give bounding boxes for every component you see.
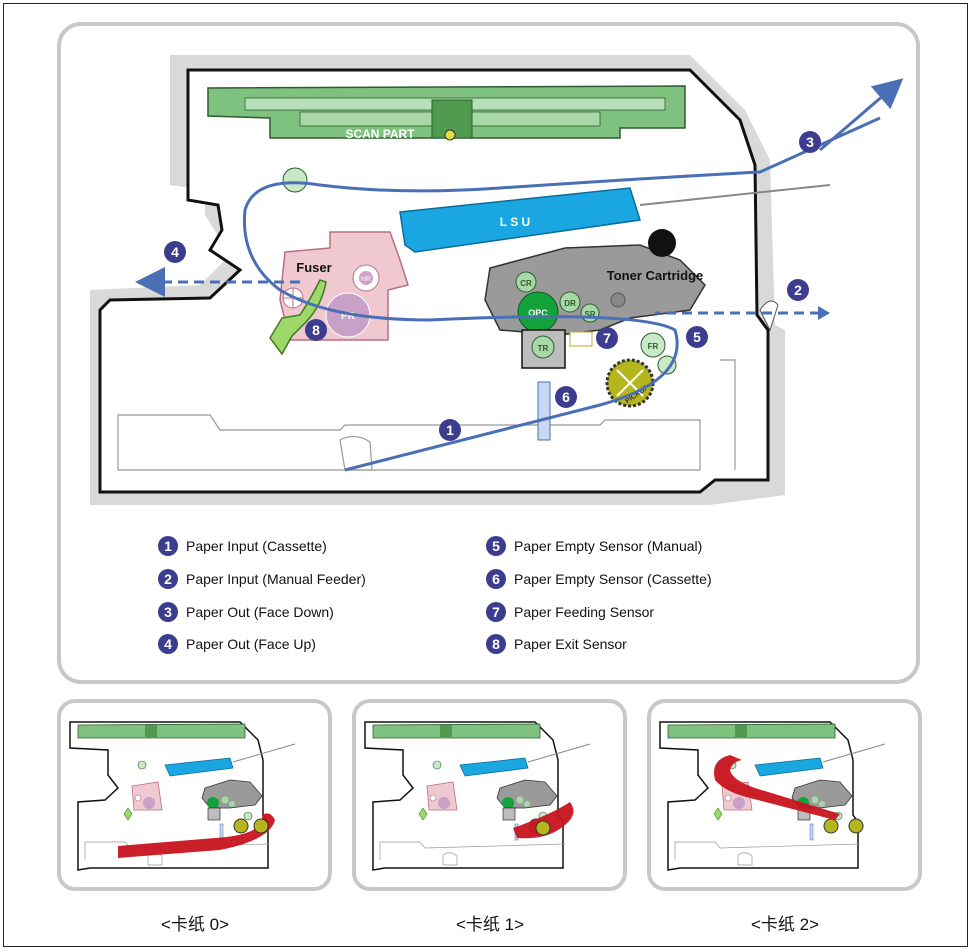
legend-item-6: 6 Paper Empty Sensor (Cassette) — [486, 569, 712, 589]
jam-1-panel — [352, 699, 627, 891]
legend-text: Paper Empty Sensor (Manual) — [514, 538, 703, 554]
legend-text: Paper Out (Face Up) — [186, 636, 316, 652]
exit-sensor-actuator — [269, 279, 327, 356]
legend-text: Paper Input (Manual Feeder) — [186, 571, 366, 587]
legend-item-7: 7 Paper Feeding Sensor — [486, 602, 654, 622]
caption-jam-2: <卡纸 2> — [750, 915, 820, 934]
marker-2: 2 — [787, 279, 809, 301]
legend-badge: 4 — [158, 634, 178, 654]
fuser-label: Fuser — [296, 260, 331, 275]
manual-feed-tray — [759, 300, 779, 332]
legend-text: Paper Exit Sensor — [514, 636, 627, 652]
pr-label: PR — [341, 311, 356, 322]
lsu-label: L S U — [500, 215, 530, 229]
hr-label: HR — [361, 276, 371, 283]
cr-label: CR — [520, 279, 532, 288]
legend-badge: 3 — [158, 602, 178, 622]
legend-item-4: 4 Paper Out (Face Up) — [158, 634, 316, 654]
marker-5: 5 — [686, 326, 708, 348]
sr-label: SR — [584, 310, 595, 319]
caption-jam-1: <卡纸 1> — [455, 915, 525, 934]
legend-badge: 8 — [486, 634, 506, 654]
cassette-empty-sensor — [537, 381, 551, 441]
marker-8: 8 — [305, 319, 327, 341]
marker-6: 6 — [555, 386, 577, 408]
svg-text:8: 8 — [312, 322, 320, 338]
legend-badge: 6 — [486, 569, 506, 589]
feed-sensor-box — [569, 331, 593, 347]
printer-chassis — [98, 68, 770, 494]
legend-item-2: 2 Paper Input (Manual Feeder) — [158, 569, 366, 589]
scan-part: SCAN PART — [207, 85, 686, 141]
figure-frame — [3, 3, 968, 947]
scan-part-label: SCAN PART — [345, 127, 415, 141]
legend-badge: 2 — [158, 569, 178, 589]
svg-text:4: 4 — [171, 244, 179, 260]
caption-jam-0: <卡纸 0> — [160, 915, 230, 934]
svg-text:5: 5 — [693, 329, 701, 345]
svg-text:7: 7 — [603, 330, 611, 346]
feed-roller — [640, 332, 666, 358]
tr-label: TR — [538, 344, 549, 353]
marker-7: 7 — [596, 327, 618, 349]
svg-text:2: 2 — [794, 282, 802, 298]
legend-item-5: 5 Paper Empty Sensor (Manual) — [486, 536, 702, 556]
legend-badge: 5 — [486, 536, 506, 556]
exit-tray-line — [639, 184, 831, 206]
legend-text: Paper Out (Face Down) — [186, 604, 334, 620]
svg-text:1: 1 — [446, 422, 454, 438]
legend-text: Paper Input (Cassette) — [186, 538, 327, 554]
legend-text: Paper Feeding Sensor — [514, 604, 655, 620]
toner-cartridge-label: Toner Cartridge — [607, 268, 704, 283]
jam-2-panel — [647, 699, 922, 891]
dr-label: DR — [564, 299, 576, 308]
legend-badge: 1 — [158, 536, 178, 556]
legend-item-1: 1 Paper Input (Cassette) — [158, 536, 327, 556]
toner-cartridge: Toner Cartridge CR OPC DR SR — [484, 229, 706, 336]
lsu-unit: L S U — [399, 187, 641, 253]
cassette-outline — [117, 414, 701, 471]
marker-3: 3 — [799, 131, 821, 153]
pickup-roller: PICKUP — [605, 358, 655, 408]
svg-text:3: 3 — [806, 134, 814, 150]
opc-label: OPC — [528, 308, 548, 318]
legend-item-3: 3 Paper Out (Face Down) — [158, 602, 334, 622]
fr-label: FR — [648, 342, 659, 351]
idle-roller — [657, 355, 677, 375]
paper-path-main — [242, 116, 881, 472]
transfer-roller: TR — [521, 329, 566, 369]
legend-text: Paper Empty Sensor (Cassette) — [514, 571, 712, 587]
cassette-guide — [339, 435, 373, 471]
frame-right-rail — [720, 359, 736, 470]
jam-0-panel — [57, 699, 332, 891]
marker-4: 4 — [164, 241, 186, 263]
legend-badge: 7 — [486, 602, 506, 622]
paper-path-face-down — [819, 78, 904, 152]
marker-1: 1 — [439, 419, 461, 441]
svg-text:6: 6 — [562, 389, 570, 405]
manual-arrow-head — [818, 306, 830, 320]
legend-item-8: 8 Paper Exit Sensor — [486, 634, 627, 654]
exit-roller — [282, 167, 308, 193]
